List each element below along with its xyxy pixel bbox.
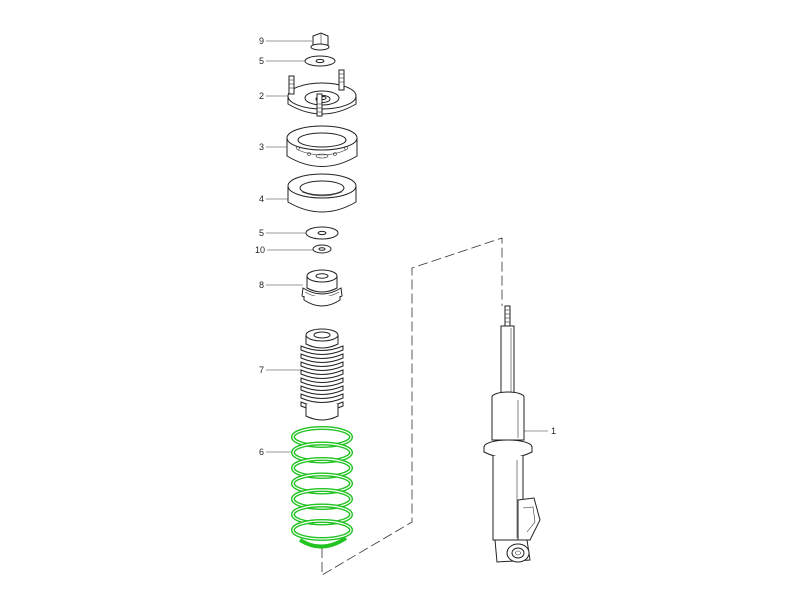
part-shock-absorber <box>483 305 541 563</box>
part-lock-washer <box>312 244 332 254</box>
callout-label-7: 7 <box>259 365 264 375</box>
callout-10: 10 <box>255 245 313 255</box>
callout-1: 1 <box>524 426 556 436</box>
spring-coil-highlight <box>292 458 352 478</box>
spring-end-coil <box>298 536 348 549</box>
callout-label-8: 8 <box>259 280 264 290</box>
part-hex-nut <box>310 32 330 51</box>
callout-5-middle: 5 <box>259 228 306 238</box>
callout-label-6: 6 <box>259 447 264 457</box>
boot-fold <box>300 385 344 395</box>
callout-label-1: 1 <box>551 426 556 436</box>
spring-coil-highlight <box>292 504 352 525</box>
boot-fold <box>300 361 344 371</box>
callout-label-10: 10 <box>255 245 265 255</box>
part-bearing-plate <box>286 125 358 167</box>
callout-7: 7 <box>259 365 302 375</box>
part-dust-boot <box>300 328 344 421</box>
callout-label-3: 3 <box>259 142 264 152</box>
boot-fold <box>300 377 344 387</box>
boot-fold <box>300 353 344 363</box>
callout-4: 4 <box>259 194 288 204</box>
part-coil-spring <box>291 426 353 549</box>
callout-label-5-top: 5 <box>259 56 264 66</box>
callout-label-9: 9 <box>259 36 264 46</box>
callout-9: 9 <box>259 36 312 46</box>
spring-coil-highlight <box>292 520 352 540</box>
callout-label-4: 4 <box>259 194 264 204</box>
spring-coil-highlight <box>292 427 352 447</box>
part-bump-stop <box>301 269 343 307</box>
boot-fold <box>300 369 344 379</box>
boot-fold <box>300 393 344 403</box>
callout-label-2: 2 <box>259 91 264 101</box>
part-strut-mount <box>287 69 357 117</box>
spring-coil-highlight <box>292 442 352 463</box>
part-washer-top <box>304 55 336 67</box>
callout-label-5-middle: 5 <box>259 228 264 238</box>
part-spring-seat-ring <box>287 173 357 213</box>
callout-8: 8 <box>259 280 303 290</box>
boot-fold <box>300 345 344 355</box>
callout-5-top: 5 <box>259 56 305 66</box>
spring-coil-highlight <box>292 473 352 494</box>
callout-6: 6 <box>259 447 291 457</box>
callout-3: 3 <box>259 142 287 152</box>
part-washer-middle <box>305 226 339 240</box>
spring-coil-highlight <box>292 489 352 509</box>
assembly-dashed-line <box>321 237 503 576</box>
callout-2: 2 <box>259 91 288 101</box>
